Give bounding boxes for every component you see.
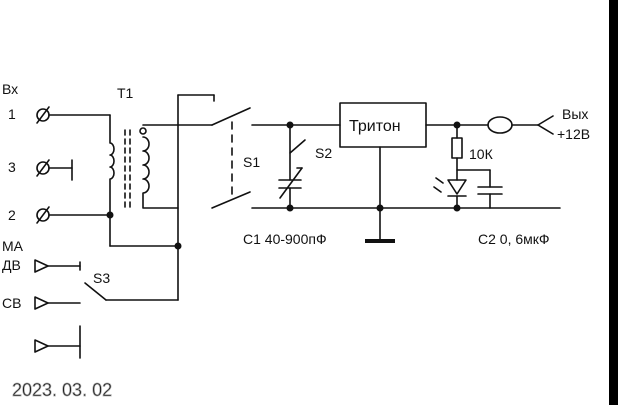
label-input: Вх [2, 81, 18, 97]
label-resistor: 10К [469, 146, 494, 162]
label-sv: СВ [2, 295, 21, 311]
led-indicator [433, 177, 467, 209]
junctions [106, 121, 461, 250]
capacitor-c1 [278, 124, 306, 209]
right-border-bar [609, 0, 618, 405]
label-dv: ДВ [2, 257, 21, 273]
label-pin-3: 3 [8, 159, 16, 175]
terminal-3 [36, 159, 73, 181]
transformer-t1 [109, 114, 179, 216]
label-s2: S2 [315, 145, 332, 161]
label-antenna-group: МА [2, 238, 24, 254]
label-output: Вых [562, 106, 588, 122]
output-choke [487, 115, 554, 135]
label-c1: С1 40-900пФ [243, 231, 327, 247]
chip-label: Тритон [349, 118, 401, 135]
date-stamp: 2023. 03. 02 [12, 380, 112, 400]
label-pin-2: 2 [8, 207, 16, 223]
resistor-10k [451, 124, 463, 181]
label-c2: С2 0, 6мкФ [478, 231, 550, 247]
terminal-1 [36, 106, 111, 124]
label-s1: S1 [243, 154, 260, 170]
switch-s3 [34, 259, 179, 359]
capacitor-c2 [456, 169, 503, 209]
label-supply: +12В [557, 126, 590, 142]
switch-s1 [177, 94, 561, 301]
ground-symbol [365, 239, 395, 243]
label-pin-1: 1 [8, 106, 16, 122]
label-s3: S3 [93, 270, 110, 286]
label-transformer: T1 [117, 85, 134, 101]
terminal-2 [36, 206, 111, 224]
